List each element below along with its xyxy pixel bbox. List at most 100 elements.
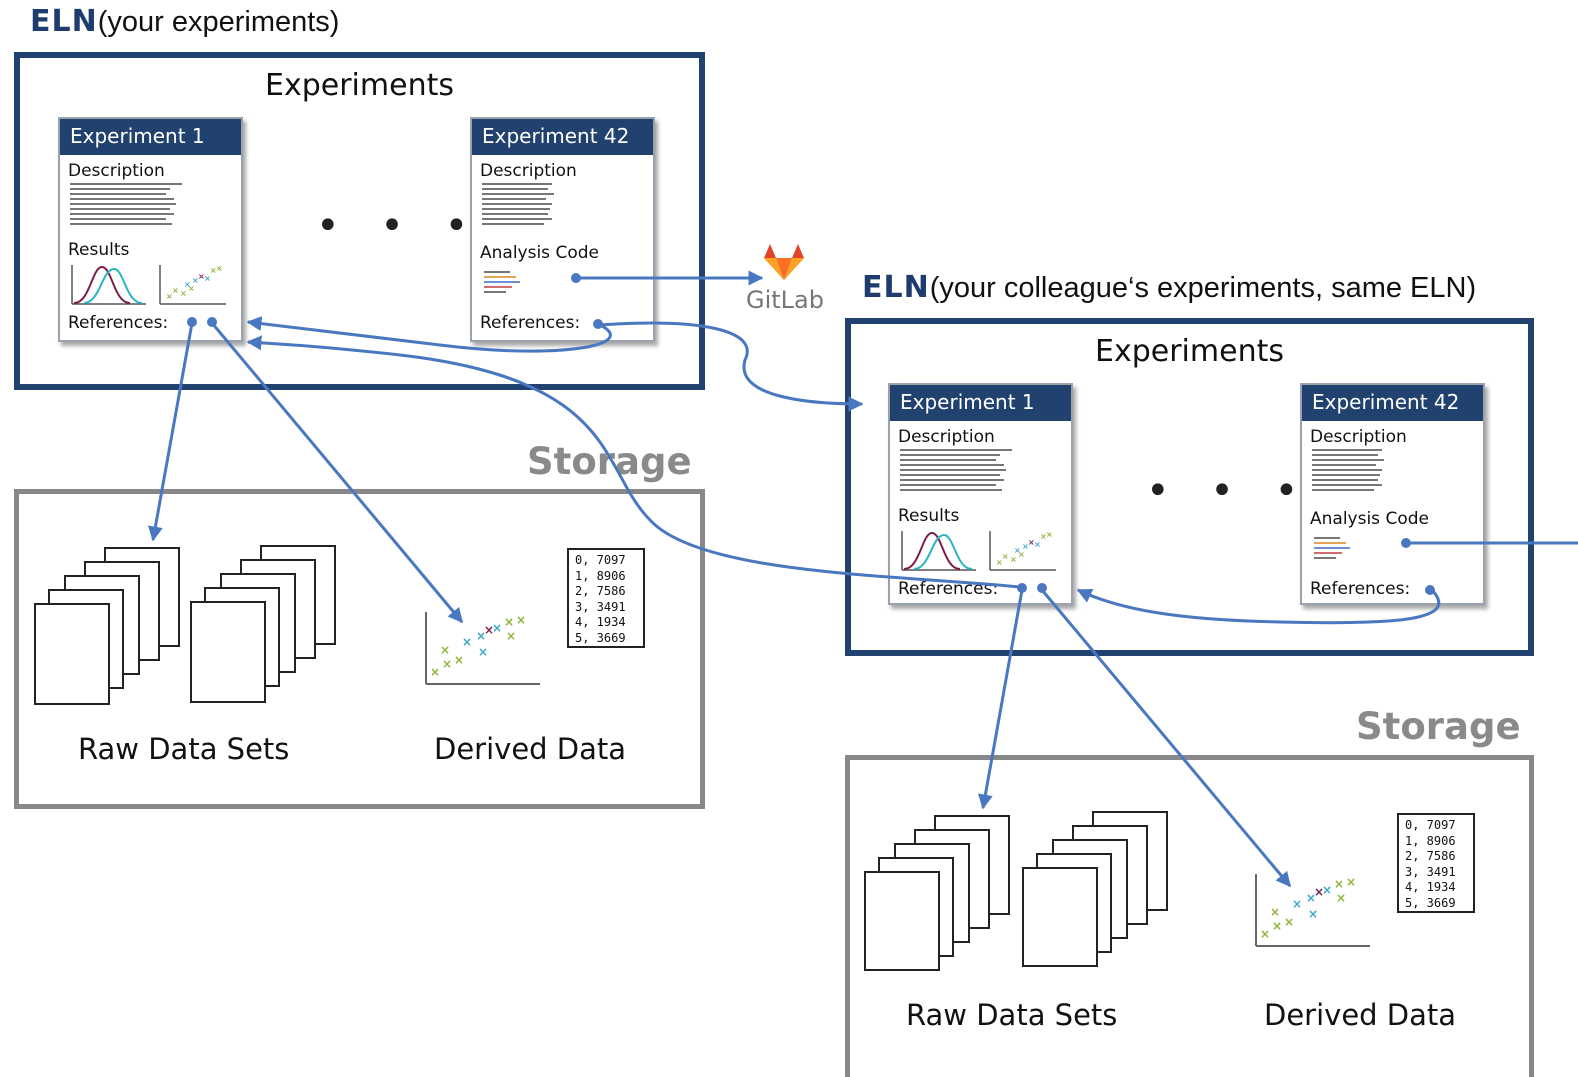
- right-exp1-curve-plot-icon: [901, 531, 976, 571]
- svg-text:×: ×: [1014, 546, 1021, 555]
- arrow-left-exp42-to-right-exp1: [599, 321, 864, 412]
- svg-text:×: ×: [1322, 883, 1332, 897]
- left-storage-frame: [14, 489, 705, 809]
- svg-text:×: ×: [1336, 891, 1346, 905]
- right-exp42-description-text-icon: [1312, 449, 1384, 494]
- svg-text:×: ×: [506, 629, 516, 643]
- right-raw-dataset-stack-2: [1022, 811, 1172, 971]
- left-ellipsis: • • •: [316, 203, 483, 249]
- left-raw-dataset-stack-2: [190, 545, 340, 705]
- right-storage-frame: [845, 755, 1534, 1077]
- raw-sheet: [34, 603, 110, 705]
- arrow-right-ref-to-derived: [1040, 589, 1292, 888]
- left-exp1-ref-dot[interactable]: [207, 317, 217, 327]
- svg-text:×: ×: [430, 665, 440, 679]
- right-ellipsis: • • •: [1146, 468, 1313, 514]
- left-experiment-1-card[interactable]: Experiment 1 Description Results ××× ×××…: [58, 117, 243, 342]
- left-raw-data-label: Raw Data Sets: [78, 732, 290, 766]
- svg-text:×: ×: [188, 284, 195, 293]
- svg-text:×: ×: [516, 613, 526, 627]
- svg-text:×: ×: [1002, 552, 1009, 561]
- left-frame-title: Experiments: [265, 68, 454, 103]
- gitlab-label: GitLab: [746, 286, 824, 314]
- svg-text:×: ×: [440, 643, 450, 657]
- svg-text:×: ×: [1314, 885, 1324, 899]
- arrow-right-ref-to-raw: [977, 589, 1024, 810]
- left-exp1-scatter-plot-icon: ××× ××× ××× ×: [159, 264, 226, 305]
- svg-text:×: ×: [1022, 542, 1029, 551]
- right-exp42-code-icon: [1314, 537, 1350, 559]
- right-exp42-analysis-dot[interactable]: [1401, 538, 1411, 548]
- svg-text:×: ×: [996, 558, 1003, 567]
- svg-text:×: ×: [204, 274, 211, 283]
- right-exp42-ref-dot[interactable]: [1425, 585, 1435, 595]
- svg-text:×: ×: [172, 286, 179, 295]
- raw-sheet: [1022, 867, 1098, 967]
- right-derived-data-label: Derived Data: [1264, 998, 1457, 1032]
- right-exp1-description-label: Description: [898, 427, 995, 447]
- right-eln-suffix: (your colleague‘s experiments, same ELN): [929, 272, 1477, 304]
- svg-text:×: ×: [442, 657, 452, 671]
- right-experiment-1-card[interactable]: Experiment 1 Description Results ××× ×××…: [888, 383, 1073, 605]
- right-frame-title: Experiments: [1095, 334, 1284, 369]
- arrow-left-ref-to-derived: [210, 322, 464, 624]
- svg-text:×: ×: [1272, 919, 1282, 933]
- right-storage-label: Storage: [1356, 705, 1521, 748]
- svg-text:×: ×: [180, 289, 187, 298]
- left-experiment-1-title: Experiment 1: [60, 119, 241, 155]
- right-experiment-42-title: Experiment 42: [1302, 385, 1483, 421]
- right-experiment-42-card[interactable]: Experiment 42 Description Analysis Code …: [1300, 383, 1485, 605]
- right-exp42-references-label: References:: [1310, 579, 1411, 599]
- raw-sheet: [864, 871, 940, 971]
- svg-text:×: ×: [210, 266, 217, 275]
- svg-text:×: ×: [1018, 550, 1025, 559]
- svg-text:×: ×: [184, 280, 191, 289]
- svg-text:×: ×: [1292, 897, 1302, 911]
- right-exp42-analysis-label: Analysis Code: [1310, 509, 1429, 529]
- left-exp1-ref-dot[interactable]: [187, 317, 197, 327]
- right-exp42-description-label: Description: [1310, 427, 1407, 447]
- right-exp1-ref-dot[interactable]: [1017, 583, 1027, 593]
- svg-text:×: ×: [1346, 875, 1356, 889]
- svg-text:×: ×: [1028, 538, 1035, 547]
- svg-text:×: ×: [478, 645, 488, 659]
- svg-text:×: ×: [1040, 532, 1047, 541]
- right-exp1-description-text-icon: [900, 449, 1012, 494]
- arrow-left-ref-to-raw: [148, 322, 194, 542]
- left-derived-data-label: Derived Data: [434, 732, 627, 766]
- svg-text:×: ×: [1046, 530, 1053, 539]
- right-raw-data-label: Raw Data Sets: [906, 998, 1118, 1032]
- svg-text:×: ×: [198, 272, 205, 281]
- right-eln-label: ELN: [862, 270, 930, 305]
- left-experiment-42-card[interactable]: Experiment 42 Description Analysis Code …: [470, 117, 655, 342]
- svg-text:×: ×: [1334, 877, 1344, 891]
- arrow-right-exp42-to-exp1: [1076, 588, 1441, 625]
- arrow-right-exp1-to-left-exp1: [246, 335, 1021, 589]
- left-exp42-ref-dot[interactable]: [593, 319, 603, 329]
- left-raw-dataset-stack-1: [34, 547, 184, 707]
- left-exp42-code-icon: [484, 271, 520, 293]
- left-exp42-analysis-dot[interactable]: [571, 273, 581, 283]
- svg-text:×: ×: [1260, 927, 1270, 941]
- left-exp1-description-text-icon: [70, 183, 182, 228]
- svg-text:×: ×: [504, 615, 514, 629]
- left-storage-label: Storage: [527, 440, 692, 483]
- left-exp1-description-label: Description: [68, 161, 165, 181]
- left-eln-label: ELN: [30, 4, 98, 39]
- right-exp1-results-label: Results: [898, 506, 960, 526]
- svg-text:×: ×: [1034, 540, 1041, 549]
- right-eln-heading: ELN(your colleague‘s experiments, same E…: [862, 270, 1476, 305]
- svg-text:×: ×: [1270, 905, 1280, 919]
- gitlab-fox-icon: [764, 244, 804, 280]
- right-exp1-ref-dot[interactable]: [1037, 583, 1047, 593]
- left-exp42-description-text-icon: [482, 183, 554, 228]
- right-derived-scatter-icon: ××× ××× ××× ×××: [1255, 874, 1370, 947]
- left-experiment-42-title: Experiment 42: [472, 119, 653, 155]
- left-exp42-analysis-label: Analysis Code: [480, 243, 599, 263]
- left-exp42-description-label: Description: [480, 161, 577, 181]
- svg-text:×: ×: [484, 623, 494, 637]
- left-exp1-curve-plot-icon: [71, 265, 146, 305]
- svg-text:×: ×: [192, 276, 199, 285]
- left-eln-heading: ELN(your experiments): [30, 4, 339, 39]
